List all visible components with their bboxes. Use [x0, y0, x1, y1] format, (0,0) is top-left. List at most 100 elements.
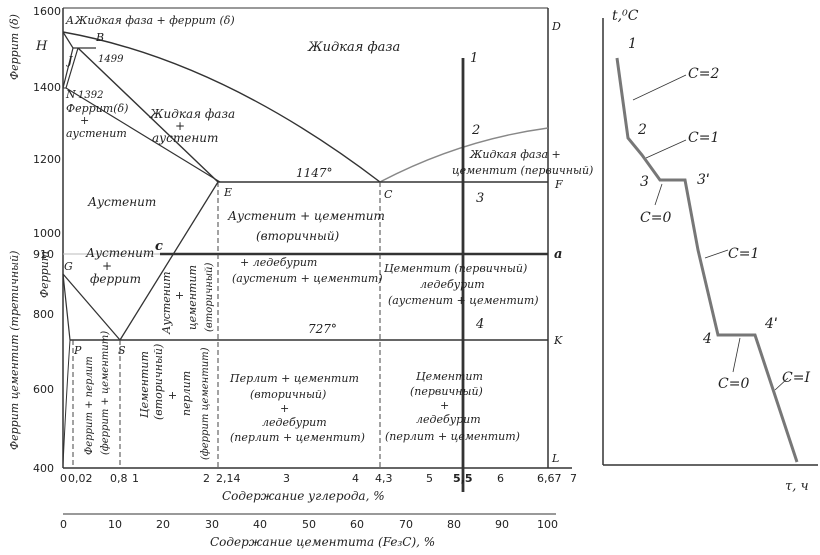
x-tick: 100 [537, 518, 558, 531]
point-a: A [65, 14, 74, 27]
liquidus-ac [62, 31, 381, 183]
mark-4: 4 [475, 317, 484, 332]
region-fd-aust: + [80, 114, 89, 127]
x-tick: 3 [283, 472, 290, 485]
line-gp [62, 273, 71, 341]
line-ne [65, 87, 221, 183]
curve-point-4p: 4ˈ [764, 316, 778, 332]
line-jn [65, 47, 79, 89]
freedom-label: C=I [782, 370, 810, 386]
point-e: E [223, 186, 232, 199]
leader [645, 139, 687, 159]
region-cem-pearlite: (вторичный) [152, 344, 165, 420]
x-tick: 6,67 [537, 472, 562, 485]
mark-2: 2 [471, 123, 480, 138]
region-cem-pearlite: (феррит цементит) [200, 347, 211, 460]
region-cem1-led: ледебурит [420, 278, 485, 291]
curve-point-3: 3 [640, 174, 649, 190]
x-tick: 0,8 [110, 472, 128, 485]
x-tick: 2 [203, 472, 210, 485]
point-s: S [118, 344, 126, 357]
cooling-curve-panel: t,⁰C τ, ч 1 2 3 3ˈ 4 4ˈ C=2 C=1 C=0 C=1 … [602, 8, 818, 494]
line-pq [62, 339, 71, 466]
mark-1: 1 [470, 51, 478, 66]
x-tick: 2,14 [216, 472, 241, 485]
point-b: B [95, 31, 104, 44]
x-tick: 6 [497, 472, 504, 485]
region-cem1-led-low: ледебурит [416, 413, 481, 426]
y-tick: 600 [33, 383, 54, 396]
line-es [119, 181, 219, 341]
x-tick: 60 [350, 518, 364, 531]
y-tick: 400 [33, 462, 54, 475]
x-tick: 0,02 [68, 472, 93, 485]
x-tick: 4,3 [375, 472, 393, 485]
region-cem-pearlite: Цементит [138, 351, 151, 418]
region-fd-aust: Феррит(δ) [66, 102, 128, 115]
cooling-y-label: t,⁰C [612, 8, 639, 24]
x-tick: 90 [495, 518, 509, 531]
y-tick: 1000 [33, 227, 61, 240]
freedom-label: C=2 [688, 66, 719, 82]
region-pearlite-led: (вторичный) [250, 388, 326, 401]
x-tick: 20 [156, 518, 170, 531]
point-d: D [551, 20, 561, 33]
y-tick: 800 [33, 308, 54, 321]
x-tick: 10 [108, 518, 122, 531]
y-ticks: 1600 1400 1200 1000 910 800 600 400 [33, 5, 61, 475]
region-cem1-led-low: + [440, 399, 449, 412]
region-liq-cem: цементит (первичный) [452, 164, 593, 177]
point-h: H [35, 39, 48, 54]
line-hn [62, 47, 74, 89]
region-liquid: Жидкая фаза [307, 40, 400, 55]
freedom-label: C=0 [640, 210, 671, 226]
region-liq-cem: Жидкая фаза + [469, 148, 561, 161]
leader [774, 377, 789, 391]
leader [704, 249, 729, 259]
x-tick: 0 [60, 518, 67, 531]
point-b-temp: 1499 [98, 54, 124, 65]
point-f: F [554, 178, 563, 191]
x-ticks-cementite: 0 10 20 30 40 50 60 70 80 90 100 [60, 518, 558, 531]
x-tick: 1 [132, 472, 139, 485]
x-tick: 7 [570, 472, 577, 485]
x-axis-cementite-label: Содержание цементита (Fe₃C), % [210, 535, 435, 549]
region-austenite: Аустенит [87, 195, 156, 209]
region-aust-ferrite: Аустенит [85, 246, 154, 260]
x-tick: 4 [352, 472, 359, 485]
temp-1147: 1147° [296, 166, 333, 180]
region-aust-cem-vert: + [173, 291, 186, 300]
freedom-label: C=1 [688, 130, 719, 146]
region-liq-aust: аустенит [152, 131, 218, 145]
region-cem1-led-low: (первичный) [410, 385, 483, 398]
region-aust-cem-vert: Аустенит [160, 271, 173, 335]
x-tick: 50 [302, 518, 316, 531]
leader [732, 337, 741, 373]
point-l: L [551, 452, 559, 465]
point-k: K [553, 334, 563, 347]
region-aust-ferrite: феррит [90, 272, 141, 286]
x-tick: 0 [60, 472, 67, 485]
region-pearlite-led: (перлит + цементит) [230, 431, 365, 444]
point-p: P [73, 344, 82, 357]
leader [632, 74, 687, 101]
temp-727: 727° [308, 322, 337, 336]
leader [654, 183, 663, 206]
region-cem-pearlite: + [166, 391, 179, 400]
region-labels: Жидкая фаза + феррит (δ) Жидкая фаза Фер… [66, 14, 593, 460]
line-ah [62, 31, 74, 49]
region-cem1-led: Цементит (первичный) [384, 262, 527, 275]
point-g: G [64, 260, 73, 273]
freedom-label: C=1 [728, 246, 759, 262]
point-c: C [384, 188, 393, 201]
point-n-temp: 1392 [78, 90, 103, 101]
point-c-small: c [155, 239, 163, 254]
region-aust-cem2: Аустенит + цементит [227, 209, 385, 223]
curve-point-2: 2 [637, 122, 647, 138]
region-pearlite-led: ледебурит [262, 416, 327, 429]
point-labels: A H B 1499 J N 1392 E C D F G S P K L c … [35, 14, 563, 465]
curve-point-1: 1 [628, 36, 637, 52]
x-ticks-carbon: 0 0,02 0,8 1 2 2,14 3 4 4,3 5 5,5 6 6,67… [60, 472, 577, 485]
y-tick: 910 [33, 248, 54, 261]
